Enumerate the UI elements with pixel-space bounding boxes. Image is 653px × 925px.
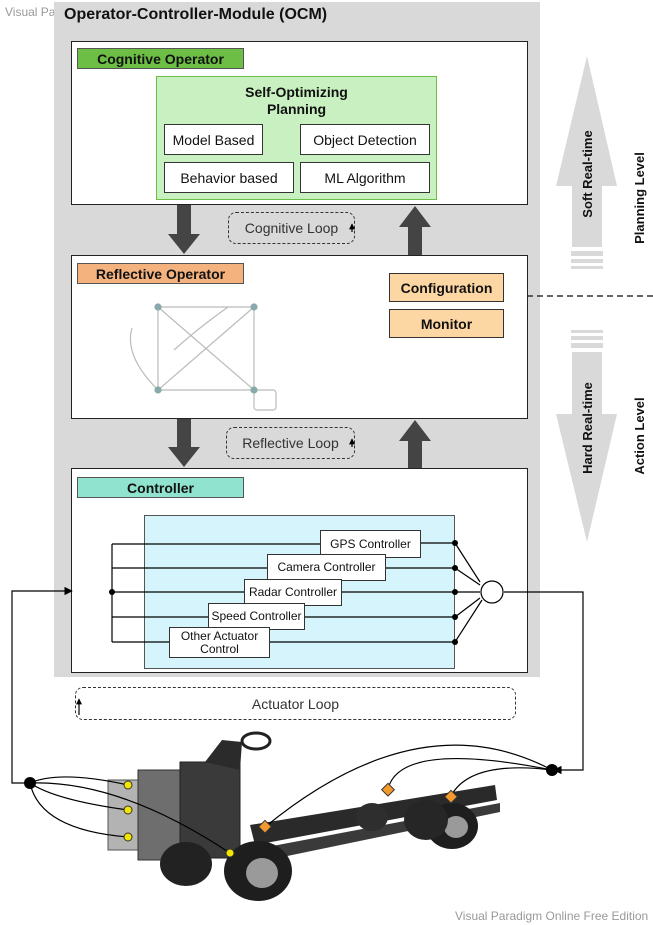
sensor-markers	[123, 780, 459, 858]
other-actuator-control-box: Other Actuator Control	[169, 627, 270, 658]
vehicle-sensor-wires	[29, 744, 553, 854]
gps-controller-box: GPS Controller	[320, 530, 421, 558]
radar-controller-box: Radar Controller	[244, 579, 342, 606]
planning-title-line1: Self-Optimizing	[245, 84, 348, 100]
state-graph-thumbnail	[129, 303, 277, 411]
configuration-box: Configuration	[389, 273, 504, 302]
behavior-based-box: Behavior based	[164, 162, 294, 193]
reflective-to-controller-arrow	[168, 419, 200, 467]
soft-real-time-arrow	[556, 56, 617, 269]
model-based-box: Model Based	[164, 124, 263, 155]
planning-title-line2: Planning	[266, 101, 327, 117]
controller-wiring	[11, 542, 584, 784]
reflective-operator-tag: Reflective Operator	[77, 263, 244, 284]
wiring-junction-dots	[109, 540, 458, 645]
hard-real-time-arrow	[556, 330, 617, 542]
hard-real-time-label: Hard Real-time	[580, 382, 595, 474]
soft-real-time-label: Soft Real-time	[580, 130, 595, 218]
reflective-to-cognitive-arrow	[399, 206, 431, 255]
watermark-bottom: Visual Paradigm Online Free Edition	[455, 909, 649, 923]
ocm-title: Operator-Controller-Module (OCM)	[64, 6, 328, 23]
right-wire-hub	[546, 764, 558, 776]
speed-controller-box: Speed Controller	[208, 603, 305, 630]
summing-junction	[480, 580, 504, 604]
ml-algorithm-box: ML Algorithm	[300, 162, 430, 193]
planning-level-label: Planning Level	[632, 152, 647, 244]
controller-to-reflective-arrow	[399, 420, 431, 468]
actuator-loop-label: Actuator Loop	[75, 687, 516, 720]
monitor-box: Monitor	[389, 309, 504, 338]
camera-controller-box: Camera Controller	[267, 554, 386, 581]
cognitive-operator-tag: Cognitive Operator	[77, 48, 244, 69]
vehicle-chassis-illustration	[107, 731, 500, 901]
controller-tag: Controller	[77, 477, 244, 498]
left-wire-hub	[24, 777, 36, 789]
cognitive-to-reflective-arrow	[168, 205, 200, 254]
object-detection-box: Object Detection	[300, 124, 430, 155]
action-level-label: Action Level	[632, 397, 647, 475]
